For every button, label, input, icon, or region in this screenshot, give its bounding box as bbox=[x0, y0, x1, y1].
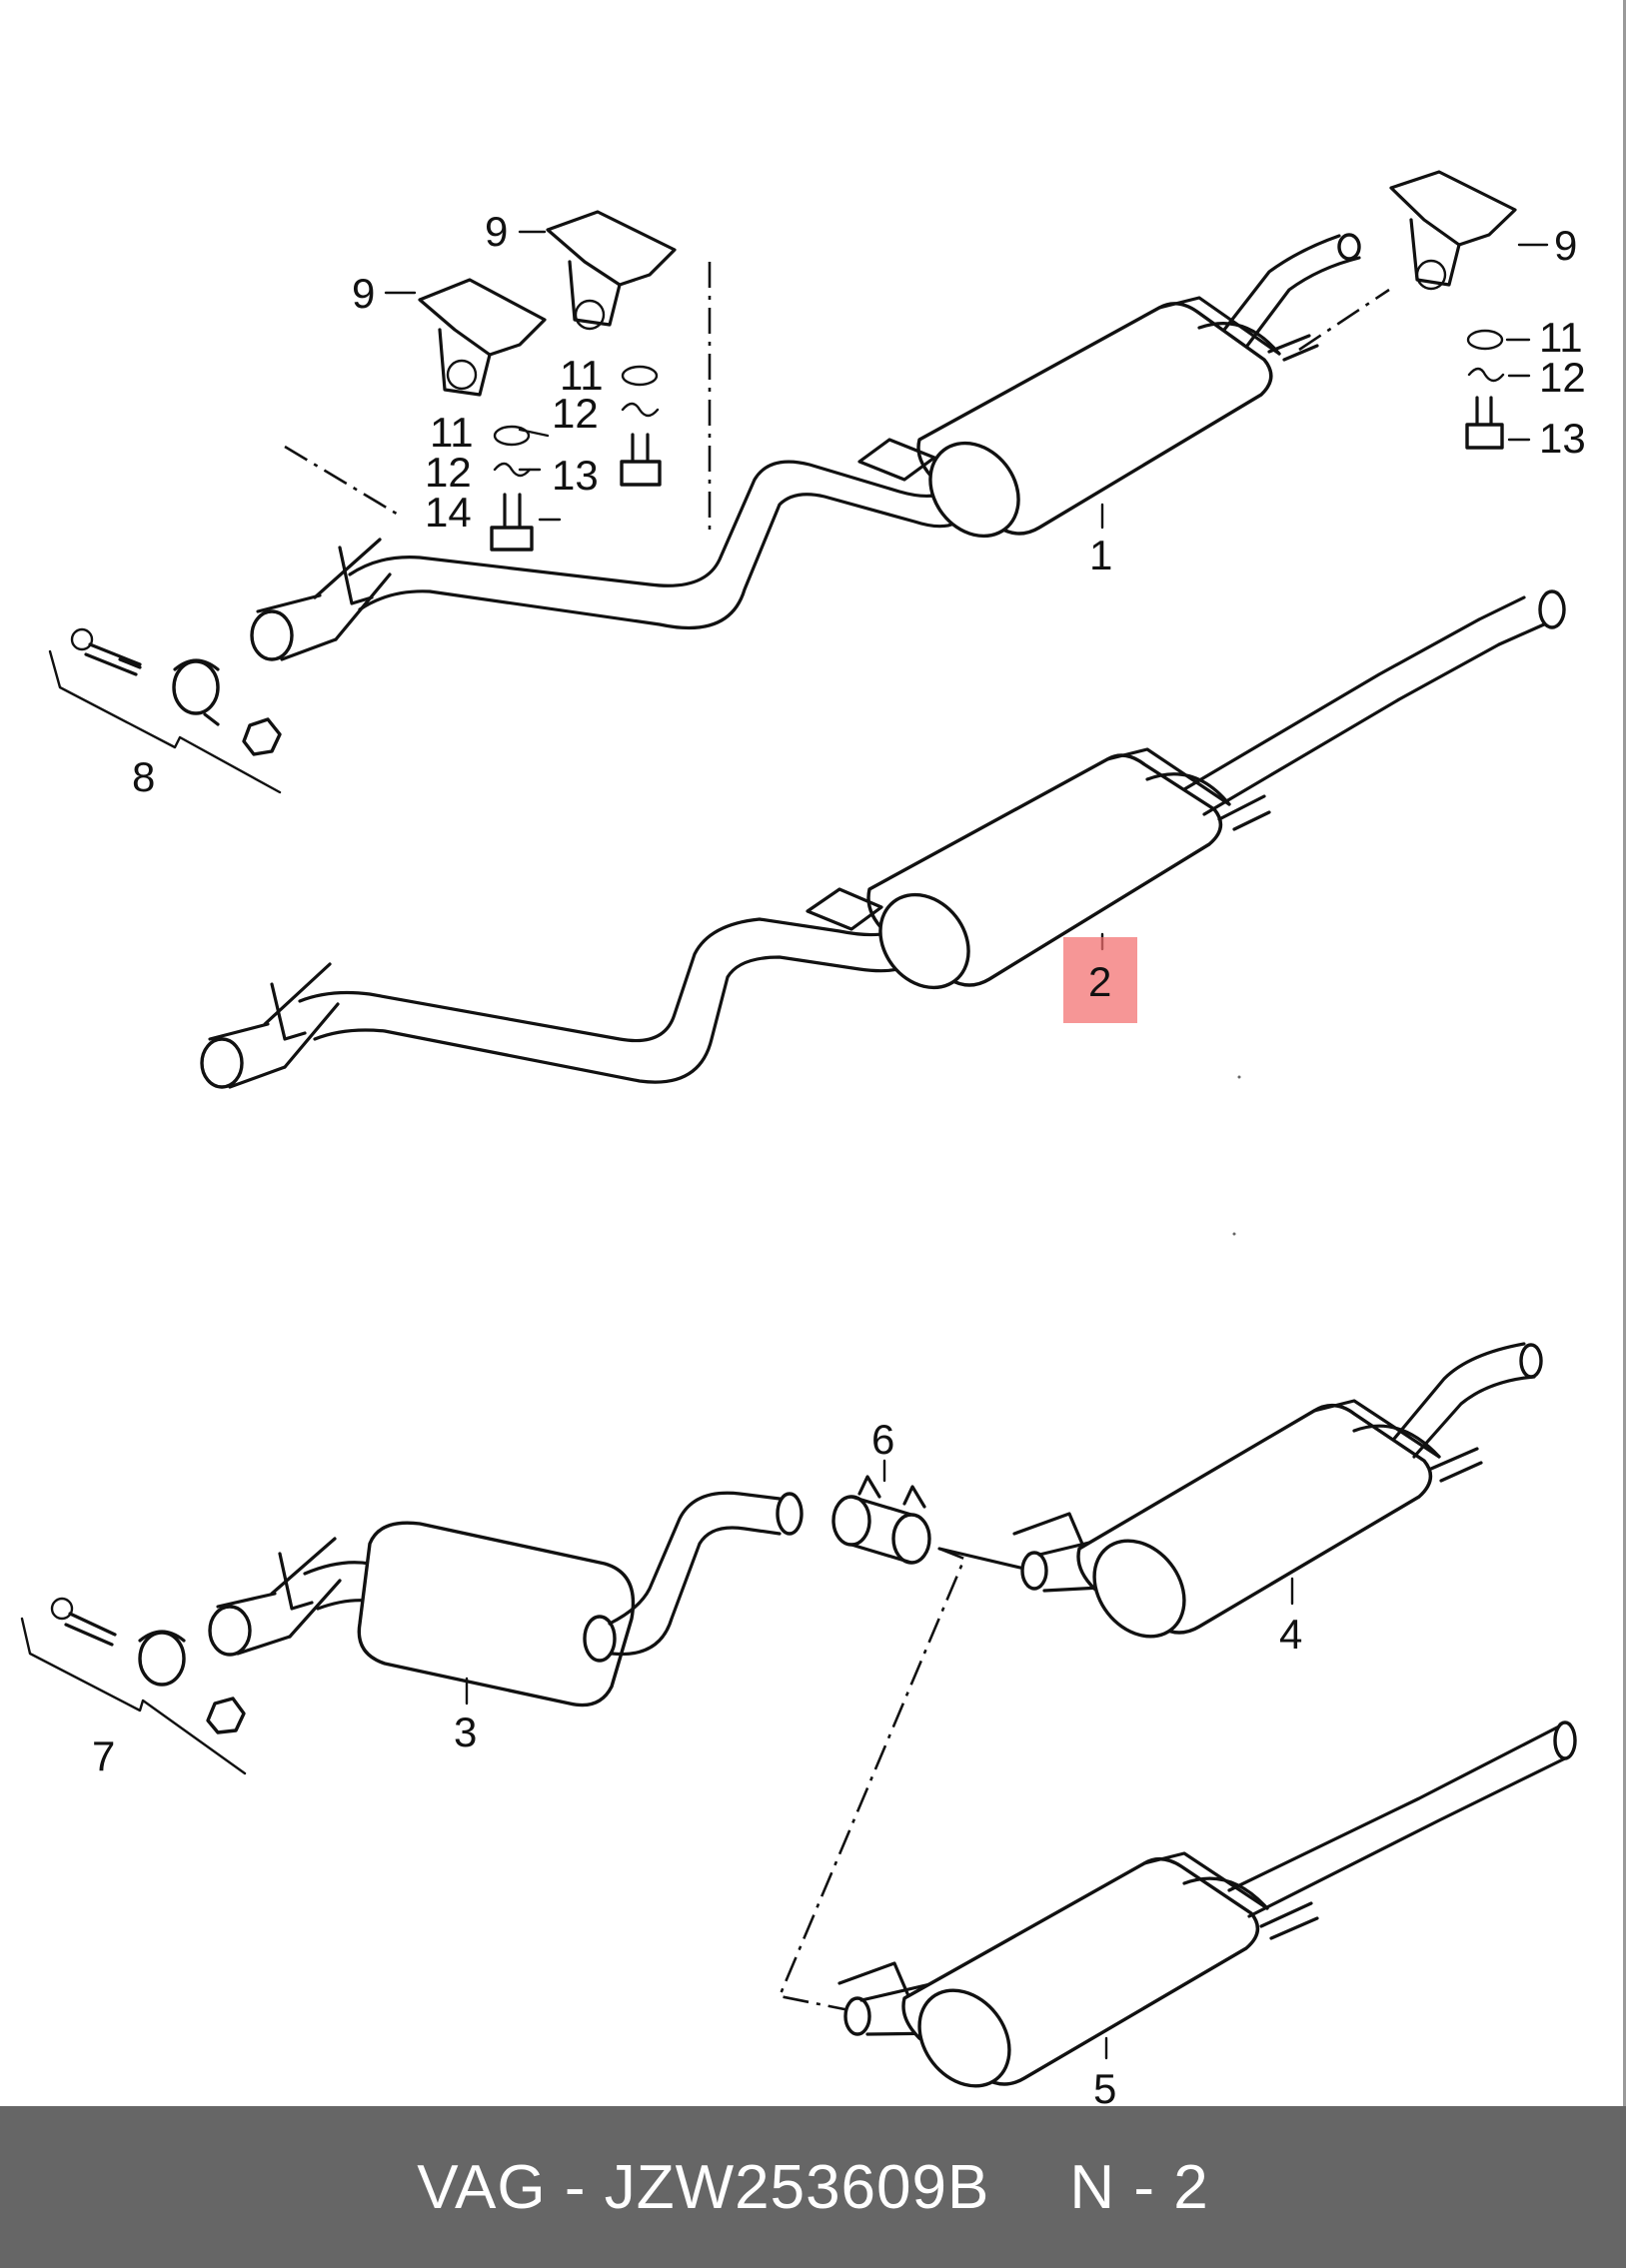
callout-13b: 13 bbox=[1539, 415, 1586, 462]
callout-4: 4 bbox=[1279, 1611, 1302, 1658]
callout-6: 6 bbox=[871, 1416, 894, 1463]
callout-8: 8 bbox=[132, 753, 155, 800]
right-border bbox=[1623, 0, 1626, 2106]
footer-bar: VAG - JZW253609B N - 2 bbox=[0, 2106, 1626, 2268]
callout-3: 3 bbox=[454, 1708, 477, 1755]
highlight-marker bbox=[1063, 937, 1137, 1023]
callout-1: 1 bbox=[1089, 532, 1112, 578]
assembly-1-exhaust-system: 1 9 9 9 11 bbox=[250, 170, 1586, 661]
speck bbox=[1232, 1232, 1236, 1236]
exhaust-parts-diagram: 1 9 9 9 11 bbox=[20, 170, 1586, 2106]
callout-11c: 11 bbox=[1539, 314, 1583, 361]
callout-11b: 11 bbox=[560, 352, 604, 399]
clamp-kit-7: 7 bbox=[20, 1597, 247, 1779]
callout-12b: 12 bbox=[552, 390, 599, 437]
assembly-3-front-muffler: 3 bbox=[208, 1491, 804, 1755]
callout-2: 2 bbox=[1088, 958, 1111, 1005]
clamp-kit-8: 8 bbox=[48, 627, 282, 800]
callout-11a: 11 bbox=[430, 409, 474, 456]
assembly-4-rear-muffler: 4 bbox=[937, 1342, 1543, 1658]
leader-line-6-5 bbox=[778, 1547, 966, 2012]
assembly-2-exhaust-system: 2 bbox=[200, 589, 1566, 1089]
diagram-canvas: 1 9 9 9 11 bbox=[20, 170, 1586, 2106]
speck bbox=[1237, 1075, 1241, 1079]
callout-9c: 9 bbox=[1554, 222, 1577, 269]
position-label: N - 2 bbox=[1069, 2152, 1209, 2222]
part-reference: VAG - JZW253609B bbox=[417, 2152, 990, 2222]
callout-12a: 12 bbox=[425, 449, 472, 496]
callout-14: 14 bbox=[425, 489, 472, 536]
callout-5: 5 bbox=[1093, 2065, 1116, 2106]
callout-13a: 13 bbox=[552, 452, 599, 499]
callout-12c: 12 bbox=[1539, 354, 1586, 401]
callout-7: 7 bbox=[92, 1732, 115, 1779]
clamp-6: 6 bbox=[831, 1416, 931, 1565]
assembly-5-rear-muffler: 5 bbox=[837, 1720, 1577, 2106]
callout-9b: 9 bbox=[485, 208, 508, 255]
callout-9a: 9 bbox=[352, 270, 375, 317]
